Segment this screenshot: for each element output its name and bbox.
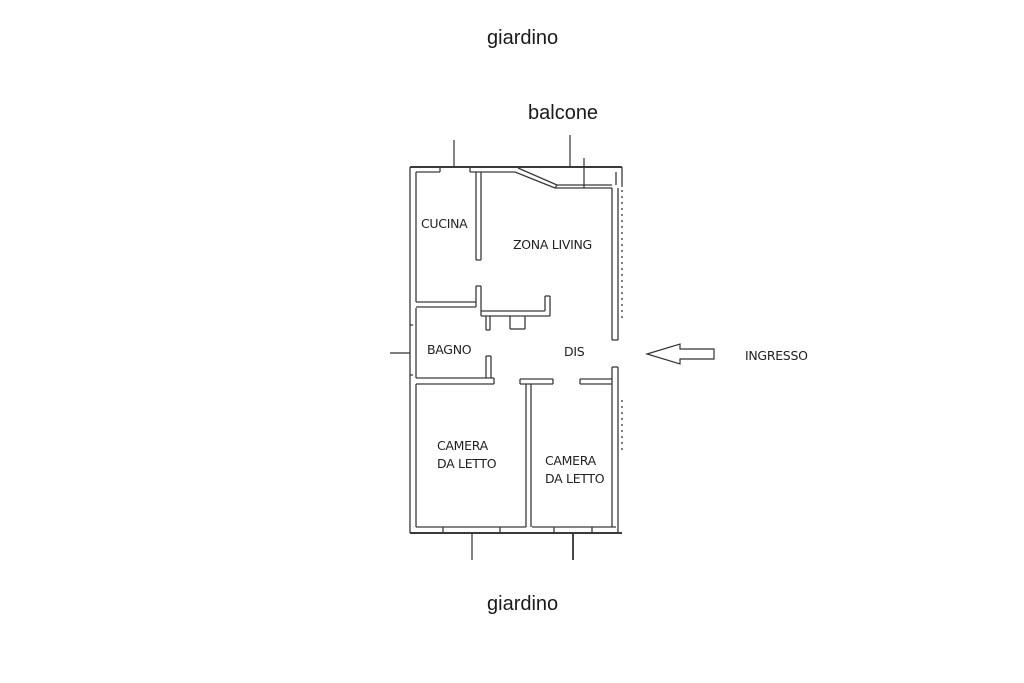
bedroom-1-line-1: CAMERA: [437, 438, 488, 453]
room-living: ZONA LIVING: [513, 237, 592, 252]
bedroom-2-line-2: DA LETTO: [545, 471, 605, 486]
bottom-outside-label: giardino: [487, 593, 559, 615]
balcony-label: balcone: [528, 102, 599, 124]
room-bathroom: BAGNO: [427, 342, 472, 357]
room-bedroom-2: CAMERA DA LETTO: [545, 452, 605, 488]
room-hallway: DIS: [564, 344, 585, 359]
bedroom-2-line-1: CAMERA: [545, 453, 596, 468]
top-outside-label: giardino: [487, 27, 559, 49]
bedroom-1-line-2: DA LETTO: [437, 456, 497, 471]
room-kitchen: CUCINA: [421, 216, 468, 231]
entrance-label: INGRESSO: [745, 348, 808, 363]
room-bedroom-1: CAMERA DA LETTO: [437, 437, 497, 473]
